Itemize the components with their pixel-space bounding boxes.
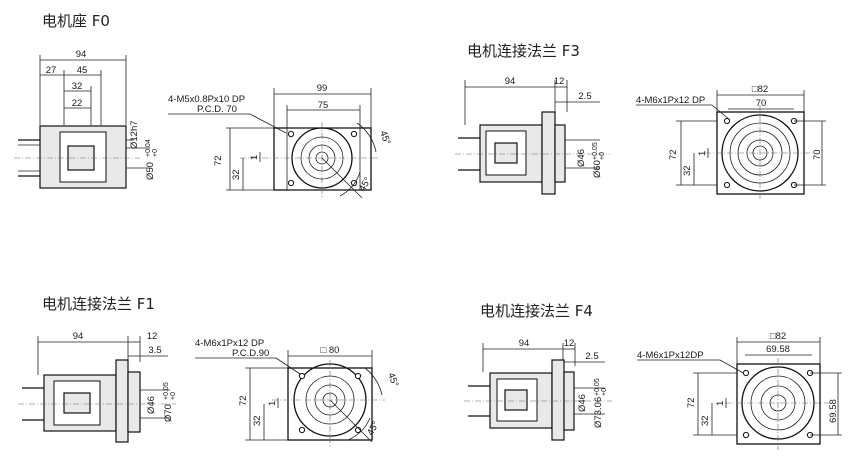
f0-tol-dn: +0 xyxy=(152,149,159,157)
f3-dim-side: 70 xyxy=(812,149,823,160)
f3-dim-pilot: Ø60 xyxy=(592,160,603,178)
f3-dim-center: 32 xyxy=(682,165,693,176)
f4-front-view: 4-M6x1Px12DP □82 69.58 72 32 1 69.58 xyxy=(637,331,842,450)
f0-dim-width: 99 xyxy=(317,83,328,94)
f3-dim-shaft: Ø46 xyxy=(576,149,587,167)
f1-side-view: 94 12 3.5 Ø46 Ø70 +0.05 +0 xyxy=(18,331,177,443)
f3-tol-up: +0.05 xyxy=(592,142,599,160)
f4-tol-dn: +0 xyxy=(601,388,608,396)
f0-dim-d: 22 xyxy=(72,98,83,109)
f3-dim-square: □82 xyxy=(752,84,768,95)
f0-tol-up: +0.04 xyxy=(145,139,152,157)
f1-tol-up: +0.05 xyxy=(163,382,170,400)
f1-dim-shaft: Ø46 xyxy=(146,396,157,414)
f0-dim-pilot: Ø50 xyxy=(145,162,156,180)
f1-dim-offset: 1 xyxy=(267,401,278,406)
f0-dim-offset: 1 xyxy=(249,155,260,160)
f1-angle-1: 45° xyxy=(385,371,400,388)
f0-holes-label: 4-M5x0.8Px10 DP xyxy=(168,94,245,105)
f4-dim-flange: 12 xyxy=(564,338,575,349)
f0-dim-b: 45 xyxy=(77,65,88,76)
f4-dim-total: 94 xyxy=(519,338,530,349)
f1-dim-total: 94 xyxy=(73,331,84,342)
f4-dim-shaft: Ø46 xyxy=(577,394,588,412)
f1-tol-dn: +0 xyxy=(170,392,177,400)
f4-dim-side: 69.58 xyxy=(828,399,839,423)
title-f3: 电机连接法兰 F3 xyxy=(467,42,580,60)
f4-dim-pilot: Ø73.06 xyxy=(593,397,604,428)
f4-dim-pitch: 69.58 xyxy=(766,344,790,355)
f0-angle-1: 45° xyxy=(377,129,392,146)
f1-dim-center: 32 xyxy=(252,415,263,426)
f4-holes-label: 4-M6x1Px12DP xyxy=(637,350,704,361)
f1-dim-gap: 3.5 xyxy=(148,345,161,356)
f1-dim-height: 72 xyxy=(238,395,249,406)
title-f1: 电机连接法兰 F1 xyxy=(42,295,155,313)
f1-dim-pilot: Ø70 xyxy=(163,404,174,422)
f3-dim-total: 94 xyxy=(505,76,516,87)
f3-dim-pitch: 70 xyxy=(756,98,767,109)
f4-tol-up: +0.05 xyxy=(594,378,601,396)
f4-dim-square: □82 xyxy=(770,331,786,342)
f0-pcd-label: P.C.D. 70 xyxy=(197,104,237,115)
f1-holes-label: 4-M6x1Px12 DP xyxy=(195,338,264,349)
f1-dim-square: □ 80 xyxy=(321,345,340,356)
f3-dim-height: 72 xyxy=(668,149,679,160)
f4-dim-center: 32 xyxy=(700,415,711,426)
f1-dim-flange: 12 xyxy=(147,331,158,342)
f3-side-view: 94 12 2.5 Ø46 Ø60 +0.05 +0 xyxy=(455,76,610,195)
f1-pcd-label: P.C.D.90 xyxy=(232,348,269,359)
f3-holes-label: 4-M6x1Px12 DP xyxy=(636,95,705,106)
f4-dim-height: 72 xyxy=(686,397,697,408)
f4-side-view: 94 12 2.5 Ø46 Ø73.06 +0.05 +0 xyxy=(464,338,612,441)
f0-front-view: 4-M5x0.8Px10 DP P.C.D. 70 99 75 72 32 1 xyxy=(168,83,392,199)
f3-tol-dn: +0 xyxy=(599,152,606,160)
title-f4: 电机连接法兰 F4 xyxy=(480,302,593,320)
f4-dim-offset: 1 xyxy=(715,401,726,406)
title-f0: 电机座 F0 xyxy=(42,12,110,30)
f0-dim-center: 32 xyxy=(231,169,242,180)
f4-dim-gap: 2.5 xyxy=(585,351,598,362)
f0-side-view: 94 27 45 32 22 Ø12h7 Ø50 +0.04 +0 xyxy=(14,49,159,189)
f1-front-view: 4-M6x1Px12 DP P.C.D.90 □ 80 72 32 1 45° … xyxy=(195,338,400,446)
f3-front-view: 4-M6x1Px12 DP □82 70 72 32 1 70 xyxy=(636,84,826,200)
f3-dim-flange: 12 xyxy=(554,76,565,87)
f0-dim-a: 27 xyxy=(46,65,57,76)
f0-dim-height: 72 xyxy=(213,155,224,166)
f0-dim-bore: Ø12h7 xyxy=(129,120,140,149)
f0-dim-total: 94 xyxy=(76,49,87,60)
f0-dim-c: 32 xyxy=(72,81,83,92)
f0-dim-inner: 75 xyxy=(318,100,329,111)
f3-dim-gap: 2.5 xyxy=(578,91,591,102)
f3-dim-offset: 1 xyxy=(697,151,708,156)
